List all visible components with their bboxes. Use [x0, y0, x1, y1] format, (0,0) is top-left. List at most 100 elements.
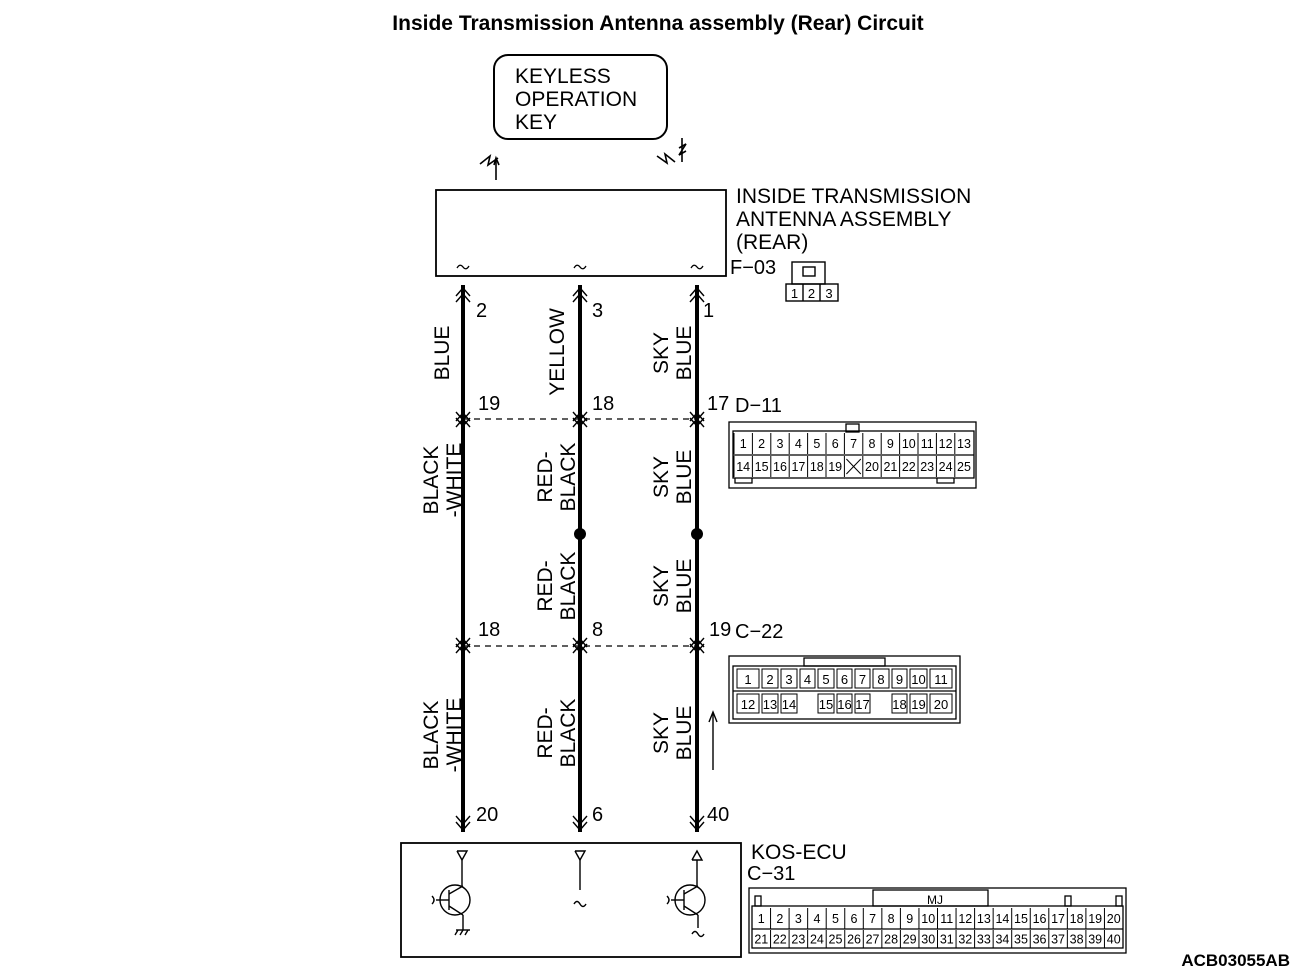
svg-text:BLACK: BLACK: [557, 443, 580, 512]
svg-text:BLACK: BLACK: [557, 699, 580, 768]
radio-signal-right-icon: [656, 138, 687, 165]
svg-text:BLACK: BLACK: [420, 446, 443, 515]
key-label-line-3: KEY: [515, 111, 557, 134]
c22-pin: 3: [785, 672, 792, 687]
radio-signal-left-icon: [479, 153, 500, 180]
d11-pin: 7: [850, 437, 857, 451]
antenna-label-line-2: ANTENNA ASSEMBLY: [736, 208, 952, 231]
c31-pin: 39: [1088, 933, 1102, 947]
junction-d11-id: D−11: [735, 395, 782, 417]
c31-pin: 40: [1107, 933, 1121, 947]
c22-pin: 15: [819, 697, 833, 712]
c31-pin: 30: [921, 933, 935, 947]
wire-2: [572, 264, 588, 832]
splice-dot: [691, 528, 703, 540]
wire-1: [455, 264, 471, 832]
wire-1-color-bottom: BLACK -WHITE: [420, 698, 466, 773]
d11-pin: 2: [758, 437, 765, 451]
c31-pin: 25: [829, 933, 843, 947]
svg-text:BLACK: BLACK: [557, 552, 580, 621]
c31-pin: 22: [773, 933, 787, 947]
ecu-transistor-right-icon: [666, 849, 706, 938]
c31-pin: 37: [1051, 933, 1065, 947]
wire-1-antenna-pin: 2: [476, 300, 487, 322]
ecu-connector-tab-label: MJ: [927, 893, 943, 907]
wire-3-ecu-pin: 40: [707, 804, 729, 826]
c31-pin: 28: [884, 933, 898, 947]
c31-pin: 10: [921, 912, 935, 926]
d11-pin: 3: [777, 437, 784, 451]
d11-pin: 14: [736, 460, 750, 474]
c31-pin: 9: [906, 912, 913, 926]
wire-2-c22-pin: 8: [592, 619, 603, 641]
wire-1-d11-pin: 19: [478, 393, 500, 415]
d11-pin: 5: [813, 437, 820, 451]
svg-text:BLUE: BLUE: [673, 559, 696, 614]
ecu-label: KOS-ECU: [751, 841, 847, 864]
c31-pin: 18: [1070, 912, 1084, 926]
svg-text:RED-: RED-: [534, 451, 557, 502]
f03-pin: 3: [825, 286, 832, 301]
connector-f03-face: [785, 261, 839, 302]
wire-2-ecu-pin: 6: [592, 804, 603, 826]
c31-pin: 14: [995, 912, 1009, 926]
svg-text:BLUE: BLUE: [673, 450, 696, 505]
svg-text:BLUE: BLUE: [431, 326, 454, 381]
wire-3-antenna-pin: 1: [703, 300, 714, 322]
keyless-key-box: KEYLESS OPERATION KEY: [493, 54, 668, 140]
key-label-line-1: KEYLESS: [515, 65, 611, 88]
ecu-input-middle-icon: [573, 850, 587, 908]
wire-3-color-top: SKY BLUE: [650, 326, 696, 381]
c31-pin: 32: [958, 933, 972, 947]
c22-pin: 10: [911, 672, 925, 687]
c22-pin: 1: [744, 672, 751, 687]
ecu-transistor-left-icon: [431, 850, 471, 936]
wire-1-color-mid: BLACK -WHITE: [420, 443, 466, 518]
c22-pin: 5: [822, 672, 829, 687]
d11-pin: 6: [832, 437, 839, 451]
wires-layer: [455, 264, 705, 832]
c22-pin: 19: [911, 697, 925, 712]
d11-pin: 15: [755, 460, 769, 474]
f03-pin: 1: [791, 286, 798, 301]
d11-pin: 11: [921, 437, 934, 451]
d11-pin: 20: [865, 460, 879, 474]
svg-text:BLUE: BLUE: [673, 706, 696, 761]
c22-pin: 18: [892, 697, 906, 712]
wire-2-antenna-pin: 3: [592, 300, 603, 322]
c31-pin: 17: [1051, 912, 1065, 926]
f03-pin: 2: [808, 286, 815, 301]
c31-pin: 19: [1088, 912, 1102, 926]
d11-pin: 16: [773, 460, 787, 474]
c31-pin: 20: [1107, 912, 1121, 926]
wire-3-c22-pin: 19: [709, 619, 731, 641]
c31-pin: 1: [758, 912, 765, 926]
d11-pin: 1: [740, 437, 747, 451]
c22-pin: 11: [934, 672, 948, 687]
c31-pin: 36: [1033, 933, 1047, 947]
wire-3-d11-pin: 17: [707, 393, 729, 415]
d11-pin: 21: [883, 460, 897, 474]
c22-pin: 7: [859, 672, 866, 687]
wire-2-color-bottom: RED- BLACK: [534, 699, 580, 768]
c31-pin: 4: [813, 912, 820, 926]
svg-text:-WHITE: -WHITE: [443, 443, 466, 518]
c31-pin: 2: [776, 912, 783, 926]
c31-pin: 27: [866, 933, 880, 947]
c31-pin: 11: [940, 912, 953, 926]
d11-pin: 4: [795, 437, 802, 451]
ecu-connector-id: C−31: [747, 863, 795, 885]
c31-pin: 34: [995, 933, 1009, 947]
svg-text:BLUE: BLUE: [673, 326, 696, 381]
c31-pin: 6: [851, 912, 858, 926]
antenna-assembly-box: [435, 189, 727, 277]
key-label-line-2: OPERATION: [515, 88, 637, 111]
svg-text:-WHITE: -WHITE: [443, 698, 466, 773]
c31-pin: 29: [903, 933, 917, 947]
wire-3: [689, 264, 705, 832]
junction-c22-id: C−22: [735, 621, 783, 643]
wire-2-color-top: YELLOW: [546, 308, 569, 396]
c31-pin: 5: [832, 912, 839, 926]
